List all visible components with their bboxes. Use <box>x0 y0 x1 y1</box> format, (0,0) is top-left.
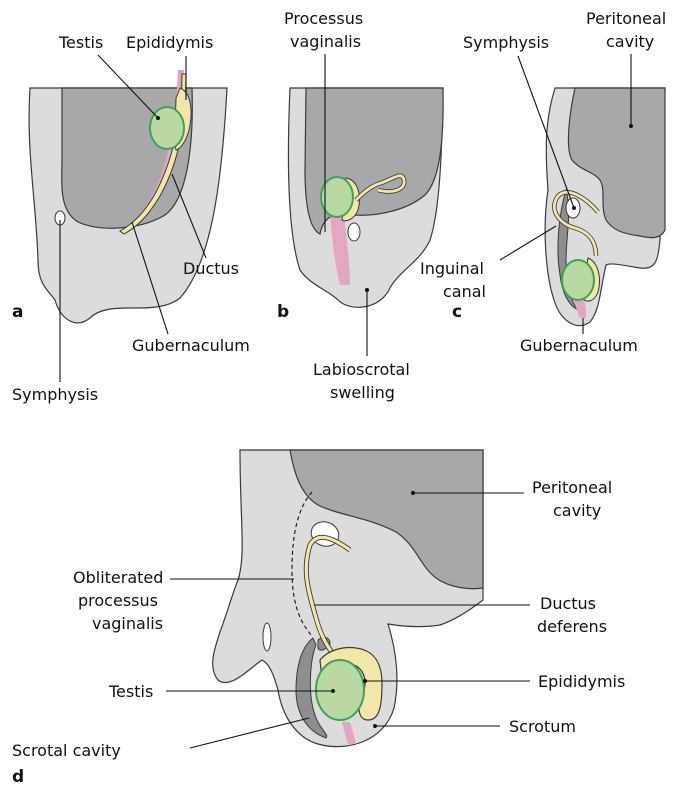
panel-c-letter: c <box>452 302 462 322</box>
panel-b-labioscrotal-label-1: Labioscrotal <box>313 360 410 379</box>
panel-a-epididymis-label: Epididymis <box>126 33 213 52</box>
panel-d-testis-label: Testis <box>108 682 153 701</box>
panel-c-inguinal-label-1: Inguinal <box>420 259 484 278</box>
panel-d-scrotal-cavity-label: Scrotal cavity <box>12 741 121 760</box>
panel-d-ductus-label-1: Ductus <box>540 594 596 613</box>
panel-d-epididymis-label: Epididymis <box>538 672 625 691</box>
panel-d-peritoneal-label-1: Peritoneal <box>532 478 612 497</box>
panel-d-epididymis-dot <box>363 679 367 683</box>
panel-a-ductus-label: Ductus <box>183 259 239 278</box>
panel-a-testis-label: Testis <box>58 33 103 52</box>
panel-d-obliterated-label-1: Obliterated <box>73 568 163 587</box>
panel-c-symphysis-dot <box>572 206 576 210</box>
panel-d-obliterated-label-2: processus <box>78 591 158 610</box>
panel-d-slit <box>263 623 271 651</box>
panel-b-symphysis <box>348 223 360 241</box>
panel-a-testis-dot <box>156 116 160 120</box>
panel-a-letter: a <box>12 302 23 322</box>
panel-c-symphysis-label: Symphysis <box>463 33 549 52</box>
panel-d-scrotum-label: Scrotum <box>509 717 576 736</box>
panel-c-inguinal-label-2: canal <box>443 282 486 301</box>
panel-a-gubernaculum-label: Gubernaculum <box>132 336 250 355</box>
panel-b-letter: b <box>277 302 289 322</box>
panel-b-processus-label-2: vaginalis <box>290 32 361 51</box>
panel-c-testis <box>562 260 594 300</box>
panel-a-symphysis-label: Symphysis <box>12 385 98 404</box>
panel-d-peritoneal-label-2: cavity <box>553 501 601 520</box>
panel-d-ductus-label-2: deferens <box>537 617 607 636</box>
panel-c-peritoneal-dot <box>629 124 633 128</box>
panel-d-letter: d <box>12 767 24 786</box>
panel-c: Symphysis Peritoneal cavity Inguinal can… <box>420 9 666 355</box>
panel-d-testis-dot <box>331 689 335 693</box>
panel-b-processus-label-1: Processus <box>284 9 363 28</box>
panel-d-peritoneal-dot <box>411 491 415 495</box>
panel-d-scrotal-cavity-leader <box>190 718 309 748</box>
panel-a-testis <box>150 107 184 149</box>
panel-a: Testis Epididymis Ductus Gubernaculum Sy… <box>12 33 250 404</box>
panel-d-testis <box>316 660 364 720</box>
panel-c-peritoneal-label-1: Peritoneal <box>586 9 666 28</box>
panel-b-testis <box>321 177 353 217</box>
panel-c-gubernaculum-label: Gubernaculum <box>520 336 638 355</box>
panel-b-labioscrotal-dot <box>365 288 369 292</box>
panel-d-obliterated-label-3: vaginalis <box>92 614 163 633</box>
panel-c-peritoneal-label-2: cavity <box>606 32 654 51</box>
panel-b: Processus vaginalis Labioscrotal swellin… <box>277 9 443 402</box>
panel-d: Peritoneal cavity Obliterated processus … <box>12 450 625 786</box>
panel-d-scrotum-dot <box>373 724 377 728</box>
panel-b-labioscrotal-label-2: swelling <box>330 383 395 402</box>
